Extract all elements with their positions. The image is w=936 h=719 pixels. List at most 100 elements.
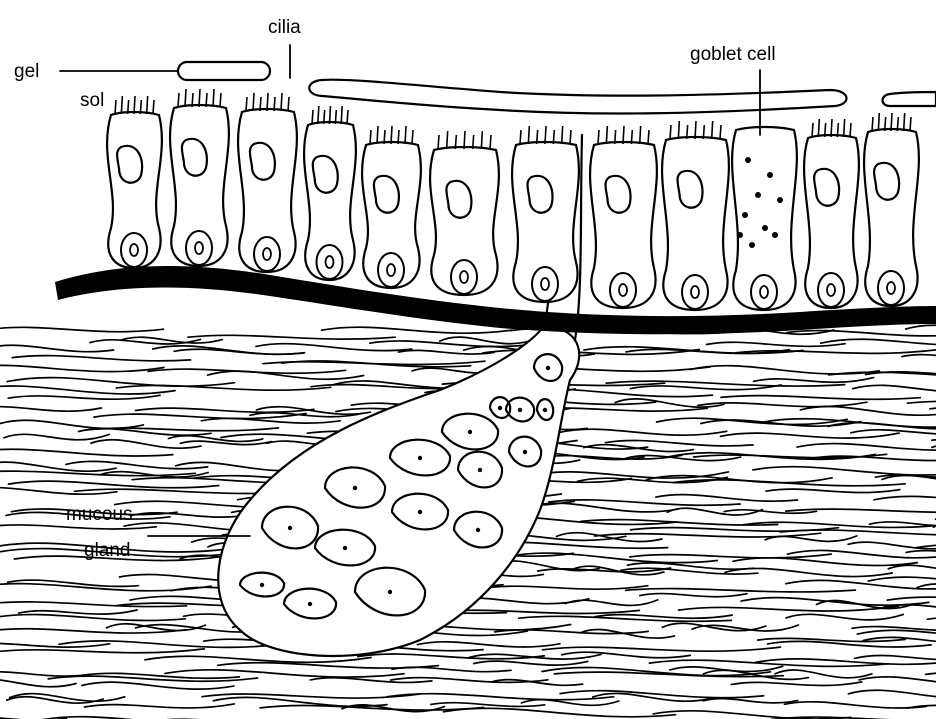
fiber — [0, 420, 143, 428]
cilium — [147, 96, 148, 114]
fiber — [0, 649, 204, 653]
fiber — [483, 586, 648, 589]
fiber — [0, 345, 114, 351]
cilium — [562, 126, 563, 144]
fiber — [859, 677, 936, 685]
label-gland: gland — [84, 540, 131, 561]
label-cilia: cilia — [268, 17, 301, 38]
fiber — [606, 440, 754, 445]
fiber — [431, 703, 545, 707]
fiber — [870, 522, 936, 526]
fiber — [444, 708, 676, 717]
fiber — [145, 656, 371, 662]
fiber — [615, 399, 724, 407]
fiber — [440, 337, 538, 344]
fiber — [188, 335, 395, 339]
cilium — [312, 110, 313, 124]
cilium — [260, 97, 261, 111]
cilium — [178, 93, 179, 107]
cilium — [695, 121, 696, 139]
cilium — [405, 126, 406, 144]
cilium — [398, 130, 399, 144]
gland-cell-nucleus — [523, 450, 527, 454]
cilium — [464, 131, 465, 149]
fiber — [322, 327, 513, 333]
cilium — [720, 125, 721, 139]
cilium — [885, 117, 886, 131]
fiber — [12, 356, 190, 361]
gland-cell-nucleus — [476, 528, 480, 532]
cilium — [678, 121, 679, 139]
fiber — [786, 614, 903, 620]
gland-cell-nucleus — [353, 486, 357, 490]
cilium — [274, 97, 275, 111]
fiber — [673, 480, 905, 486]
cilium — [528, 126, 529, 144]
gland-cell-nucleus — [388, 590, 392, 594]
fiber — [0, 449, 173, 456]
fiber — [753, 467, 936, 475]
fiber — [0, 462, 116, 471]
cilium — [438, 135, 439, 149]
gel-layer — [309, 80, 846, 114]
fiber — [626, 589, 856, 592]
gland-cell-nucleus — [468, 430, 472, 434]
cilium — [153, 100, 154, 114]
gland-cell-nucleus — [543, 408, 547, 412]
cilium — [891, 113, 892, 131]
cilium — [631, 130, 632, 144]
fiber — [888, 565, 936, 571]
fiber — [775, 670, 872, 678]
cilium — [335, 110, 336, 124]
fiber — [766, 489, 900, 492]
fiber — [9, 481, 219, 488]
fiber — [94, 414, 306, 419]
fiber — [874, 496, 936, 504]
fiber — [256, 344, 412, 351]
cilium — [267, 93, 268, 111]
cilium — [384, 130, 385, 144]
granule — [749, 242, 755, 248]
fiber — [0, 525, 156, 529]
fiber — [0, 365, 164, 371]
cilium — [537, 130, 538, 144]
fiber — [0, 407, 101, 412]
gland-cell-nucleus — [418, 456, 422, 460]
fiber — [417, 642, 560, 647]
fiber — [828, 423, 936, 429]
label-mucous: mucous — [66, 504, 133, 525]
cilium — [818, 119, 819, 137]
fiber — [731, 682, 861, 686]
fiber — [768, 641, 932, 647]
cilium — [253, 93, 254, 111]
cilium — [121, 96, 122, 114]
fiber — [857, 630, 936, 637]
cilium — [246, 97, 247, 111]
cilium — [185, 89, 186, 107]
granule — [737, 232, 743, 238]
fiber — [765, 536, 857, 541]
fiber — [521, 700, 619, 706]
fiber — [66, 461, 208, 468]
label-goblet-cell: goblet cell — [690, 44, 776, 65]
cilium — [520, 130, 521, 144]
fiber — [0, 386, 175, 394]
fiber — [630, 554, 831, 558]
cilium — [844, 119, 845, 137]
fiber — [0, 672, 89, 676]
cilium — [140, 100, 141, 114]
fiber — [82, 682, 234, 689]
label-gel: gel — [14, 61, 39, 82]
cilium — [377, 126, 378, 144]
fiber — [855, 655, 936, 660]
basal-nucleus — [887, 282, 895, 294]
gland-cell-nucleus — [288, 526, 292, 530]
cilium — [288, 97, 289, 111]
cilium — [391, 126, 392, 144]
gel-blob-small — [178, 62, 270, 80]
fiber — [927, 617, 936, 623]
fiber — [201, 418, 340, 423]
cilium — [904, 113, 905, 131]
cilium — [447, 131, 448, 149]
cilium — [220, 93, 221, 107]
